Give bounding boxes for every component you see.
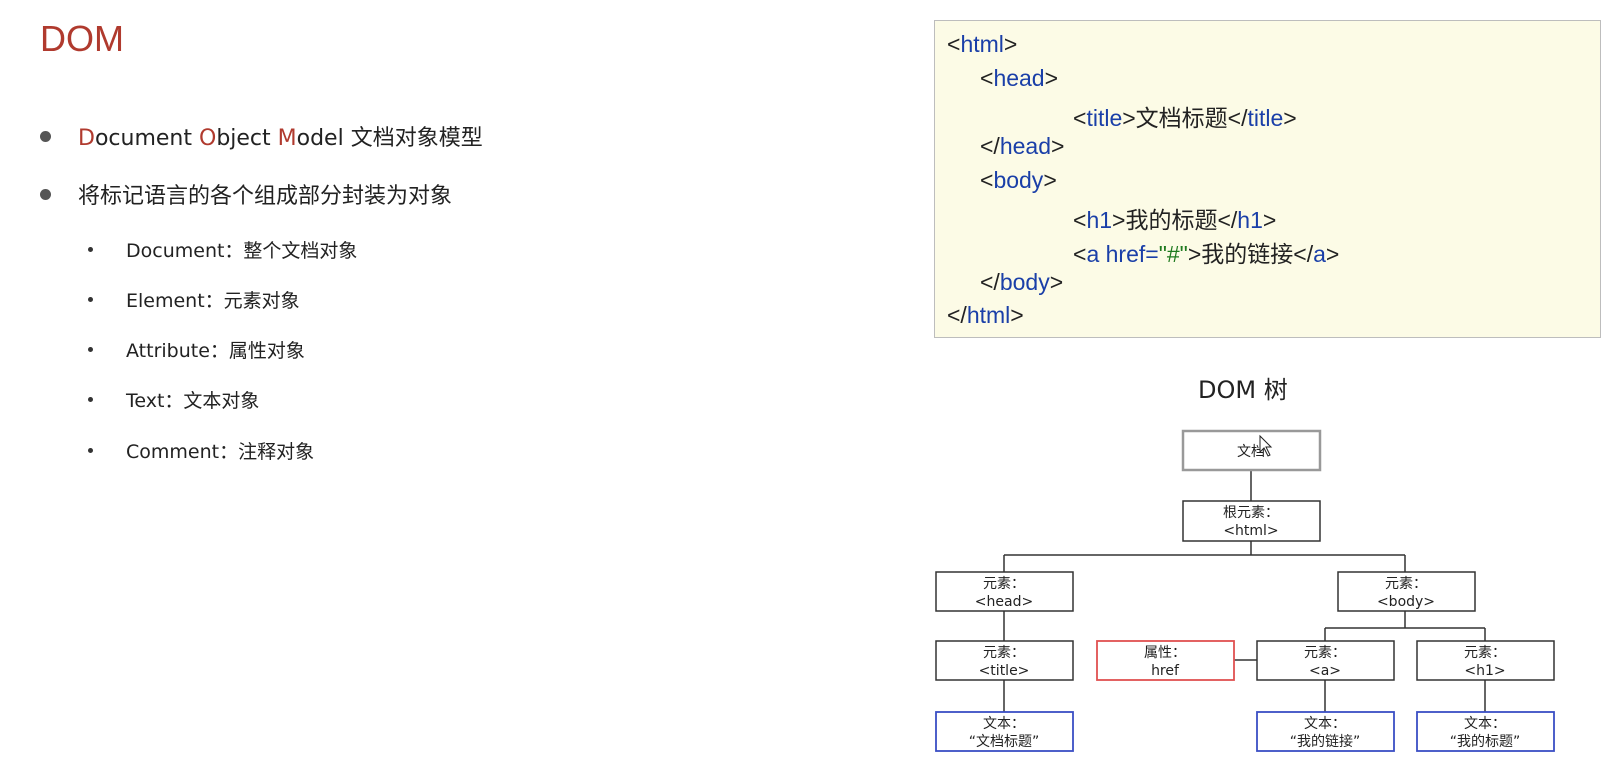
h1-element-node xyxy=(1416,640,1555,681)
head-element-node xyxy=(935,571,1074,612)
sub-item-text: Text：文本对象 xyxy=(126,390,260,412)
body-element-label: 元素： xyxy=(1385,576,1427,592)
sub-item-comment: Comment：注释对象 xyxy=(88,437,314,464)
code-line-anchor: <a href="#">我的链接</a> xyxy=(1073,241,1340,267)
href-attribute-node xyxy=(1096,640,1235,681)
html-code-box: <html> <head> <title>文档标题</title> </head… xyxy=(934,20,1601,338)
head-element-label: 元素： xyxy=(983,576,1025,592)
a-element-tag: <a> xyxy=(1309,663,1341,679)
sub-item-text: Attribute：属性对象 xyxy=(126,340,305,362)
root-element-node xyxy=(1182,500,1321,542)
dom-tree-title: DOM 树 xyxy=(1198,376,1288,404)
title-element-label: 元素： xyxy=(983,645,1025,661)
bullet-dom-full-name: Document Object Model 文档对象模型 xyxy=(40,120,483,152)
code-line-head-close: </head> xyxy=(980,133,1065,159)
sub-item-attribute: Attribute：属性对象 xyxy=(88,336,305,363)
code-line-title: <title>文档标题</title> xyxy=(1073,105,1297,131)
text-node-link-label: 文本： xyxy=(1304,716,1346,732)
text-node-link xyxy=(1256,711,1395,752)
title-element-node xyxy=(935,640,1074,681)
h1-element-label: 元素： xyxy=(1464,645,1506,661)
code-line-h1: <h1>我的标题</h1> xyxy=(1073,207,1277,233)
href-attribute-name: href xyxy=(1151,663,1180,679)
sub-item-text: Document：整个文档对象 xyxy=(126,240,358,262)
text-node-heading-label: 文本： xyxy=(1464,716,1506,732)
text-node-title-label: 文本： xyxy=(983,716,1025,732)
title-element-tag: <title> xyxy=(979,663,1030,679)
sub-bullet-dot-icon xyxy=(88,448,93,453)
text-node-heading xyxy=(1416,711,1555,752)
sub-bullet-dot-icon xyxy=(88,297,93,302)
bullet-dot-icon xyxy=(40,130,51,142)
root-element-tag: <html> xyxy=(1223,523,1278,539)
sub-bullet-dot-icon xyxy=(88,397,93,402)
tree-connectors xyxy=(1003,470,1486,712)
sub-item-text: Comment：注释对象 xyxy=(126,441,315,463)
code-line-head-open: <head> xyxy=(980,65,1059,91)
root-element-label: 根元素： xyxy=(1223,505,1279,521)
text-node-title xyxy=(935,711,1074,752)
sub-item-text-object: Text：文本对象 xyxy=(88,386,259,413)
sub-bullet-dot-icon xyxy=(88,347,93,352)
body-element-tag: <body> xyxy=(1377,594,1435,610)
code-line-html-open: <html> xyxy=(947,31,1018,57)
mouse-cursor-icon xyxy=(1259,434,1273,457)
bullet-text: 将标记语言的各个组成部分封装为对象 xyxy=(78,184,453,209)
text-node-title-value: “文档标题” xyxy=(969,734,1040,750)
h1-element-tag: <h1> xyxy=(1464,663,1505,679)
code-line-body-close: </body> xyxy=(980,269,1064,295)
text-node-heading-value: “我的标题” xyxy=(1450,734,1521,750)
code-line-body-open: <body> xyxy=(980,167,1057,193)
head-element-tag: <head> xyxy=(975,594,1033,610)
slide-title: DOM xyxy=(40,18,124,59)
code-line-html-close: </html> xyxy=(947,302,1024,328)
bullet-encapsulation: 将标记语言的各个组成部分封装为对象 xyxy=(40,178,452,210)
a-element-node xyxy=(1256,640,1395,681)
bullet-dot-icon xyxy=(40,188,51,200)
sub-item-text: Element：元素对象 xyxy=(126,290,300,312)
sub-bullet-dot-icon xyxy=(88,247,93,252)
text-node-link-value: “我的链接” xyxy=(1290,733,1361,750)
sub-item-document: Document：整个文档对象 xyxy=(88,236,357,263)
href-attribute-label: 属性： xyxy=(1144,645,1186,661)
sub-item-element: Element：元素对象 xyxy=(88,286,300,313)
bullet-text: Document Object Model 文档对象模型 xyxy=(78,126,483,151)
a-element-label: 元素： xyxy=(1304,645,1346,661)
body-element-node xyxy=(1337,571,1476,612)
document-node xyxy=(1181,429,1322,472)
document-node-label: 文档 xyxy=(1237,444,1265,460)
